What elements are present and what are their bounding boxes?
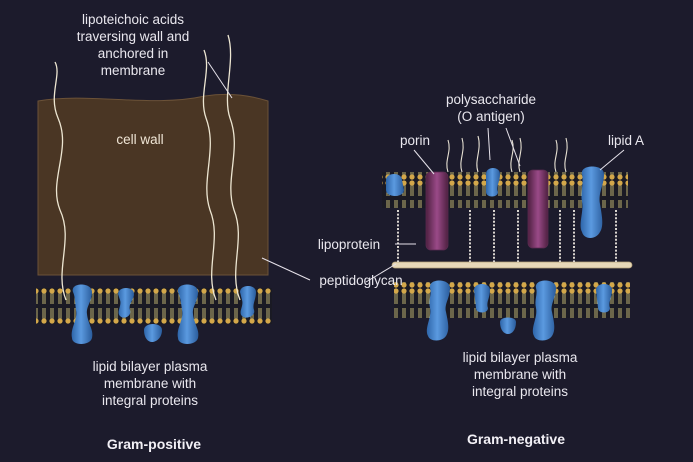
- label-lipoteichoic-acids: lipoteichoic acids traversing wall and a…: [76, 12, 190, 78]
- label-peptidoglycan: peptidoglycan: [319, 273, 403, 288]
- lipoteichoic-acid-strands: [53, 34, 241, 301]
- lipoprotein-connectors: [397, 210, 617, 262]
- leader-lines-left: [207, 61, 311, 281]
- label-lipid-a: lipid A: [607, 133, 645, 148]
- plasma-membrane-left: [36, 288, 272, 324]
- leader-lines-right: [365, 127, 625, 283]
- label-polysaccharide: polysaccharide (O antigen): [445, 92, 537, 124]
- integral-proteins-left: [71, 284, 256, 344]
- title-gram-positive: Gram-positive: [106, 436, 202, 452]
- label-lipoprotein: lipoprotein: [317, 237, 381, 252]
- integral-proteins-right: [386, 166, 612, 341]
- cell-wall-block: [37, 93, 269, 276]
- peptidoglycan-layer: [391, 261, 633, 269]
- label-membrane-right: lipid bilayer plasma membrane with integ…: [462, 350, 578, 399]
- plasma-membrane-right: [394, 282, 630, 318]
- label-cell-wall: cell wall: [116, 132, 164, 147]
- title-gram-negative: Gram-negative: [466, 431, 566, 447]
- label-porin: porin: [399, 133, 431, 148]
- o-antigen-chains: [446, 135, 568, 173]
- porin-proteins: [425, 169, 549, 251]
- label-membrane-left: lipid bilayer plasma membrane with integ…: [92, 359, 208, 408]
